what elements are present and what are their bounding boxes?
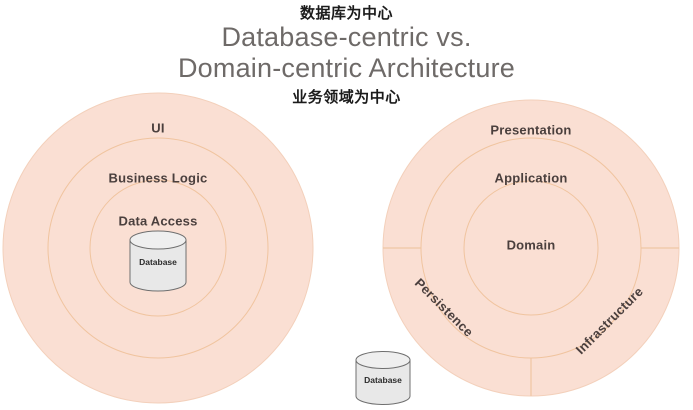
database-cylinder-external: Database [355, 351, 411, 405]
domain-centric-diagram [382, 99, 680, 397]
ring-domain-shape [463, 180, 599, 316]
database-cylinder-center: Database [129, 230, 187, 292]
ring-label-ui: UI [151, 120, 165, 136]
annotation-domain-centric-cn: 业务领域为中心 [292, 88, 401, 106]
annotation-database-centric-cn: 数据库为中心 [299, 4, 393, 22]
ring-label-domain: Domain [506, 237, 556, 253]
ring-label-data-access: Data Access [118, 213, 198, 229]
title-line-1: Database-centric vs. [221, 22, 472, 52]
page-title: Database-centric vs. Domain-centric Arch… [0, 22, 693, 84]
cylinder-body [355, 359, 411, 405]
ring-label-business-logic: Business Logic [108, 170, 208, 186]
cylinder-top [129, 230, 187, 250]
cylinder-body [129, 239, 187, 292]
database-centric-diagram: Database [2, 92, 314, 404]
cylinder-label: Database [364, 375, 402, 385]
ring-label-application: Application [494, 170, 568, 186]
ring-label-presentation: Presentation [490, 122, 572, 138]
cylinder-label: Database [139, 257, 177, 267]
title-line-2: Domain-centric Architecture [177, 53, 516, 83]
cylinder-top [355, 351, 411, 369]
